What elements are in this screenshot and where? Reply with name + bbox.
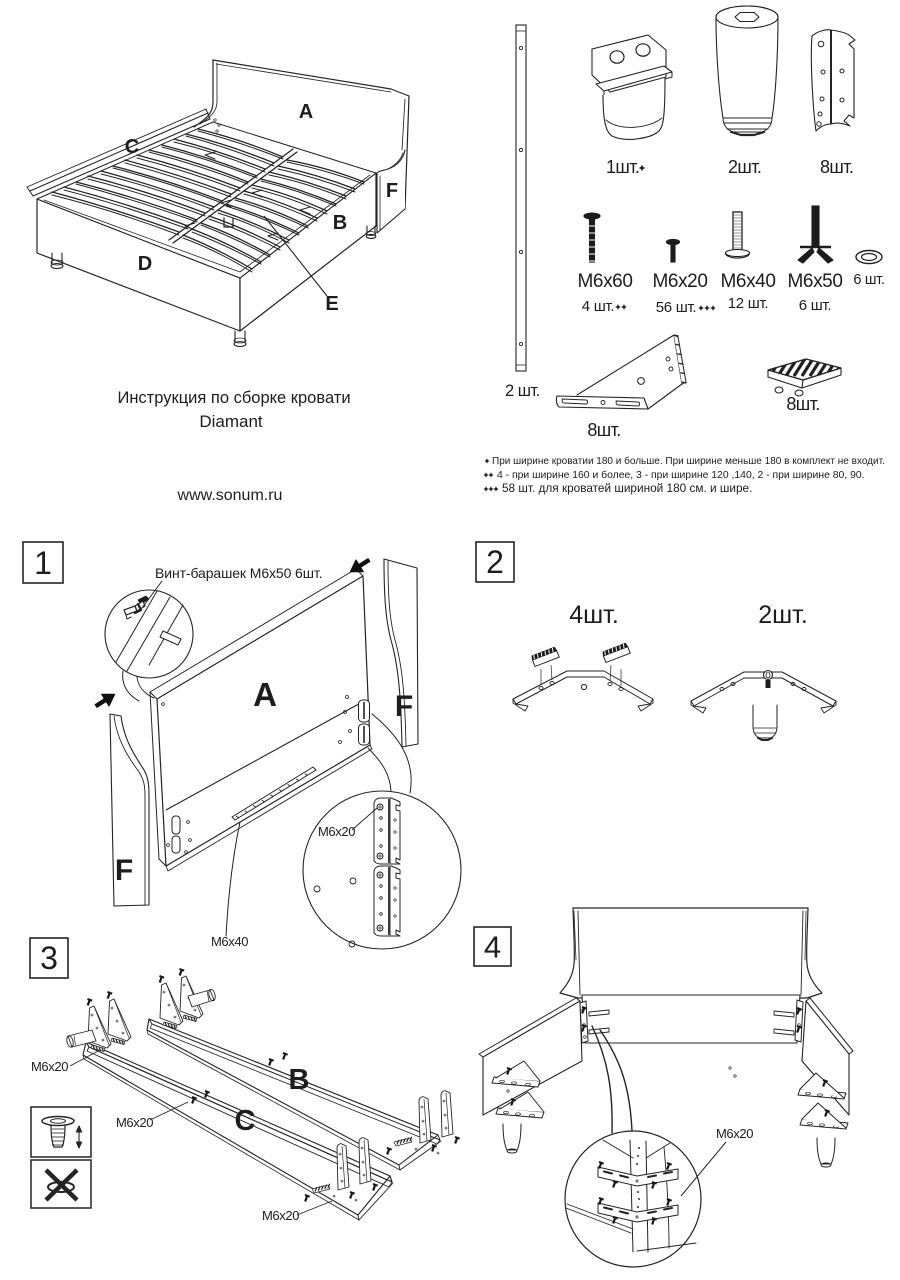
svg-text:M6x40: M6x40: [720, 271, 775, 292]
svg-text:B: B: [289, 1064, 310, 1096]
svg-text:M6x20: M6x20: [318, 824, 355, 839]
svg-text:3: 3: [40, 940, 58, 976]
svg-text:F: F: [395, 690, 413, 723]
svg-text:12 шт.: 12 шт.: [728, 295, 768, 312]
svg-text:2шт.: 2шт.: [728, 157, 761, 177]
svg-text:M6x40: M6x40: [211, 934, 248, 949]
svg-text:A: A: [253, 676, 277, 713]
svg-text:M6x50: M6x50: [787, 271, 842, 292]
svg-text:D: D: [138, 253, 152, 275]
svg-text:58 шт. для кроватей шириной 18: 58 шт. для кроватей шириной 180 см. и ши…: [502, 481, 752, 495]
svg-text:Винт-барашек М6х50 6шт.: Винт-барашек М6х50 6шт.: [155, 565, 322, 581]
svg-text:1шт.: 1шт.: [606, 157, 639, 177]
svg-text:M6x20: M6x20: [716, 1126, 753, 1141]
svg-text:2: 2: [486, 544, 504, 580]
svg-text:2 шт.: 2 шт.: [505, 382, 540, 400]
svg-text:A: A: [299, 101, 313, 123]
svg-text:8шт.: 8шт.: [587, 420, 620, 440]
svg-text:M6x20: M6x20: [262, 1208, 299, 1223]
svg-text:M6x20: M6x20: [31, 1059, 68, 1074]
svg-text:4 - при ширине 160 и более, 3: 4 - при ширине 160 и более, 3 - при шири…: [497, 469, 865, 481]
svg-text:56 шт.: 56 шт.: [656, 299, 696, 316]
svg-text:2шт.: 2шт.: [758, 601, 808, 629]
svg-text:F: F: [386, 180, 398, 202]
svg-text:6 шт.: 6 шт.: [853, 272, 884, 288]
svg-text:B: B: [333, 212, 347, 234]
svg-text:M6x20: M6x20: [652, 271, 707, 292]
svg-text:F: F: [115, 854, 133, 887]
svg-text:M6x20: M6x20: [116, 1115, 153, 1130]
svg-text:При ширине кроватии 180 и боль: При ширине кроватии 180 и больше. При ши…: [492, 455, 885, 467]
svg-text:4шт.: 4шт.: [569, 601, 619, 629]
svg-text:C: C: [235, 1105, 256, 1137]
svg-text:Diamant: Diamant: [199, 412, 263, 431]
svg-text:8шт.: 8шт.: [820, 157, 853, 177]
svg-text:M6x60: M6x60: [577, 271, 632, 292]
svg-text:4 шт.: 4 шт.: [582, 298, 614, 315]
svg-text:Инструкция по сборке кровати: Инструкция по сборке кровати: [117, 389, 350, 407]
svg-text:4: 4: [484, 929, 501, 964]
svg-text:E: E: [325, 293, 338, 315]
svg-text:www.sonum.ru: www.sonum.ru: [177, 487, 283, 504]
svg-text:C: C: [125, 136, 139, 158]
svg-text:6 шт.: 6 шт.: [799, 297, 831, 314]
svg-text:1: 1: [34, 545, 52, 581]
svg-text:8шт.: 8шт.: [786, 394, 819, 414]
